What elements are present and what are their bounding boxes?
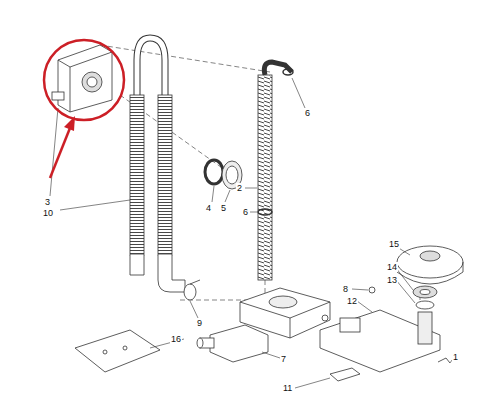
callout-number: 3	[44, 197, 51, 207]
callout-number: 12	[346, 296, 358, 306]
callout-number: 4	[205, 203, 212, 213]
callout-number: 7	[280, 354, 287, 364]
callout-number: 6	[304, 108, 311, 118]
callout-number: 15	[388, 239, 400, 249]
callout-number: 9	[196, 318, 203, 328]
callout-number: 16	[170, 334, 182, 344]
callout-number: 2	[236, 183, 243, 193]
callout-number: 10	[42, 208, 54, 218]
callout-number: 5	[220, 203, 227, 213]
callout-number: 1	[452, 352, 459, 362]
callout-number: 13	[386, 275, 398, 285]
callout-number: 8	[342, 284, 349, 294]
callout-number: 6	[242, 207, 249, 217]
callout-number: 11	[282, 383, 293, 393]
callout-number: 14	[386, 262, 398, 272]
